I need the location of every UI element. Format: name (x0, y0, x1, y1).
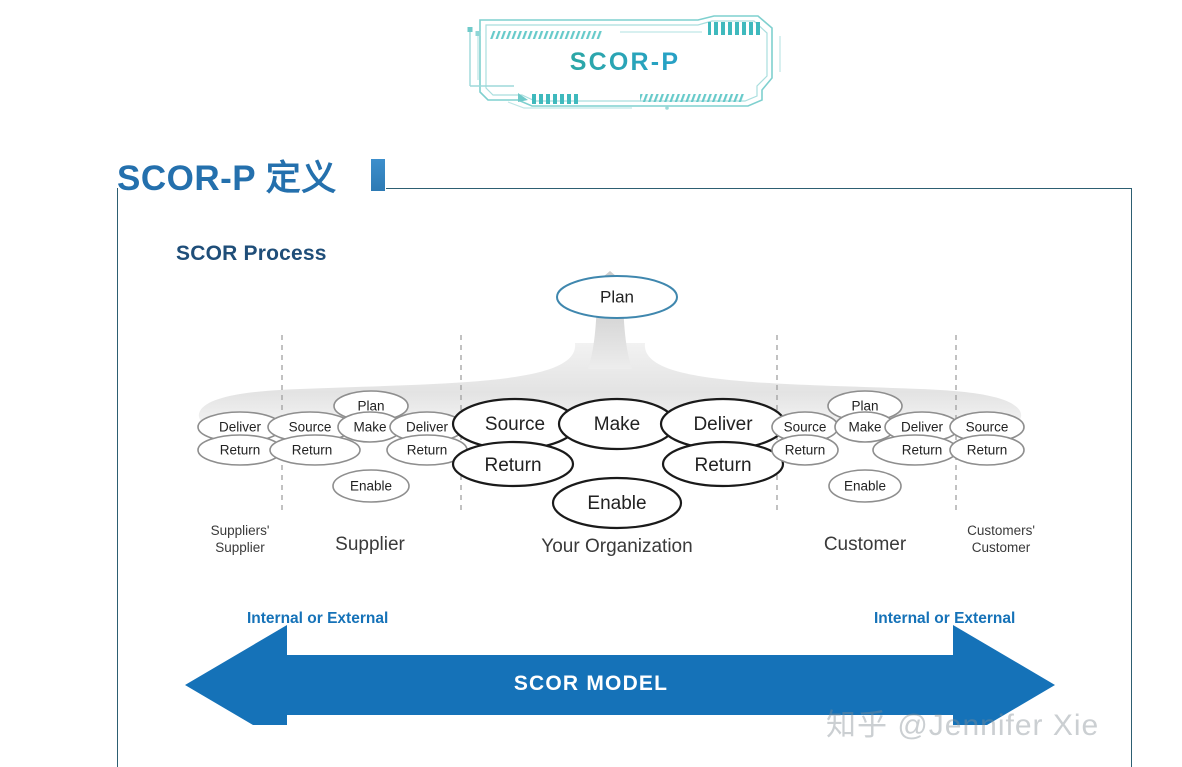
node-cus-make-label: Make (848, 420, 881, 435)
node-org-deliver-label: Deliver (693, 414, 753, 435)
node-cus-return-right-label: Return (902, 443, 943, 458)
segment-label-suppliers-supplier-l2: Supplier (215, 540, 265, 555)
node-ss-return-label: Return (220, 443, 261, 458)
node-cus-plan-label: Plan (851, 399, 878, 414)
group-customers-customer (949, 411, 1025, 466)
group-your-organization (451, 397, 787, 530)
node-cus-deliver-label: Deliver (901, 420, 944, 435)
node-plan-top: Plan (556, 275, 678, 319)
title-underline-rule (386, 188, 1132, 189)
node-cus-enable-label: Enable (844, 479, 886, 494)
internal-external-left-label: Internal or External (247, 610, 389, 627)
group-customer (771, 390, 960, 503)
node-cc-return-label: Return (967, 443, 1008, 458)
node-sup-deliver-label: Deliver (406, 420, 449, 435)
diagram-heading: SCOR Process (176, 242, 327, 265)
scor-process-diagram: Plan Deliver Return Plan Source Make Del… (150, 265, 1070, 575)
node-org-return-right-label: Return (694, 455, 751, 476)
content-left-border (117, 188, 118, 767)
segment-label-suppliers-supplier-l1: Suppliers' (211, 523, 270, 538)
node-cus-source-label: Source (784, 420, 827, 435)
group-suppliers-supplier (197, 411, 283, 466)
segment-label-supplier: Supplier (335, 534, 405, 555)
node-sup-source-label: Source (289, 420, 332, 435)
node-plan-top-label: Plan (600, 287, 634, 306)
node-sup-plan-label: Plan (357, 399, 384, 414)
node-sup-enable-label: Enable (350, 479, 392, 494)
title-accent-bar (371, 159, 385, 191)
content-right-border (1131, 188, 1132, 767)
node-org-make-label: Make (594, 414, 640, 435)
node-sup-make-label: Make (353, 420, 386, 435)
segment-label-customers-customer-l1: Customers' (967, 523, 1035, 538)
scor-model-arrow (185, 600, 1055, 725)
page-title: SCOR-P 定义 (117, 159, 337, 198)
watermark: 知乎 @Jennifer Xie (826, 709, 1100, 742)
node-cus-return-left-label: Return (785, 443, 826, 458)
banner-decoration: SCOR-P (462, 14, 788, 110)
node-ss-deliver-label: Deliver (219, 420, 262, 435)
node-org-enable-label: Enable (587, 493, 646, 514)
node-cc-source-label: Source (966, 420, 1009, 435)
internal-external-right-label: Internal or External (874, 610, 1016, 627)
node-sup-return-left-label: Return (292, 443, 333, 458)
segment-label-your-organization: Your Organization (541, 536, 692, 557)
segment-label-customers-customer-l2: Customer (972, 540, 1031, 555)
node-sup-return-right-label: Return (407, 443, 448, 458)
segment-label-customer: Customer (824, 534, 907, 555)
node-org-return-left-label: Return (484, 455, 541, 476)
node-org-source-label: Source (485, 414, 545, 435)
